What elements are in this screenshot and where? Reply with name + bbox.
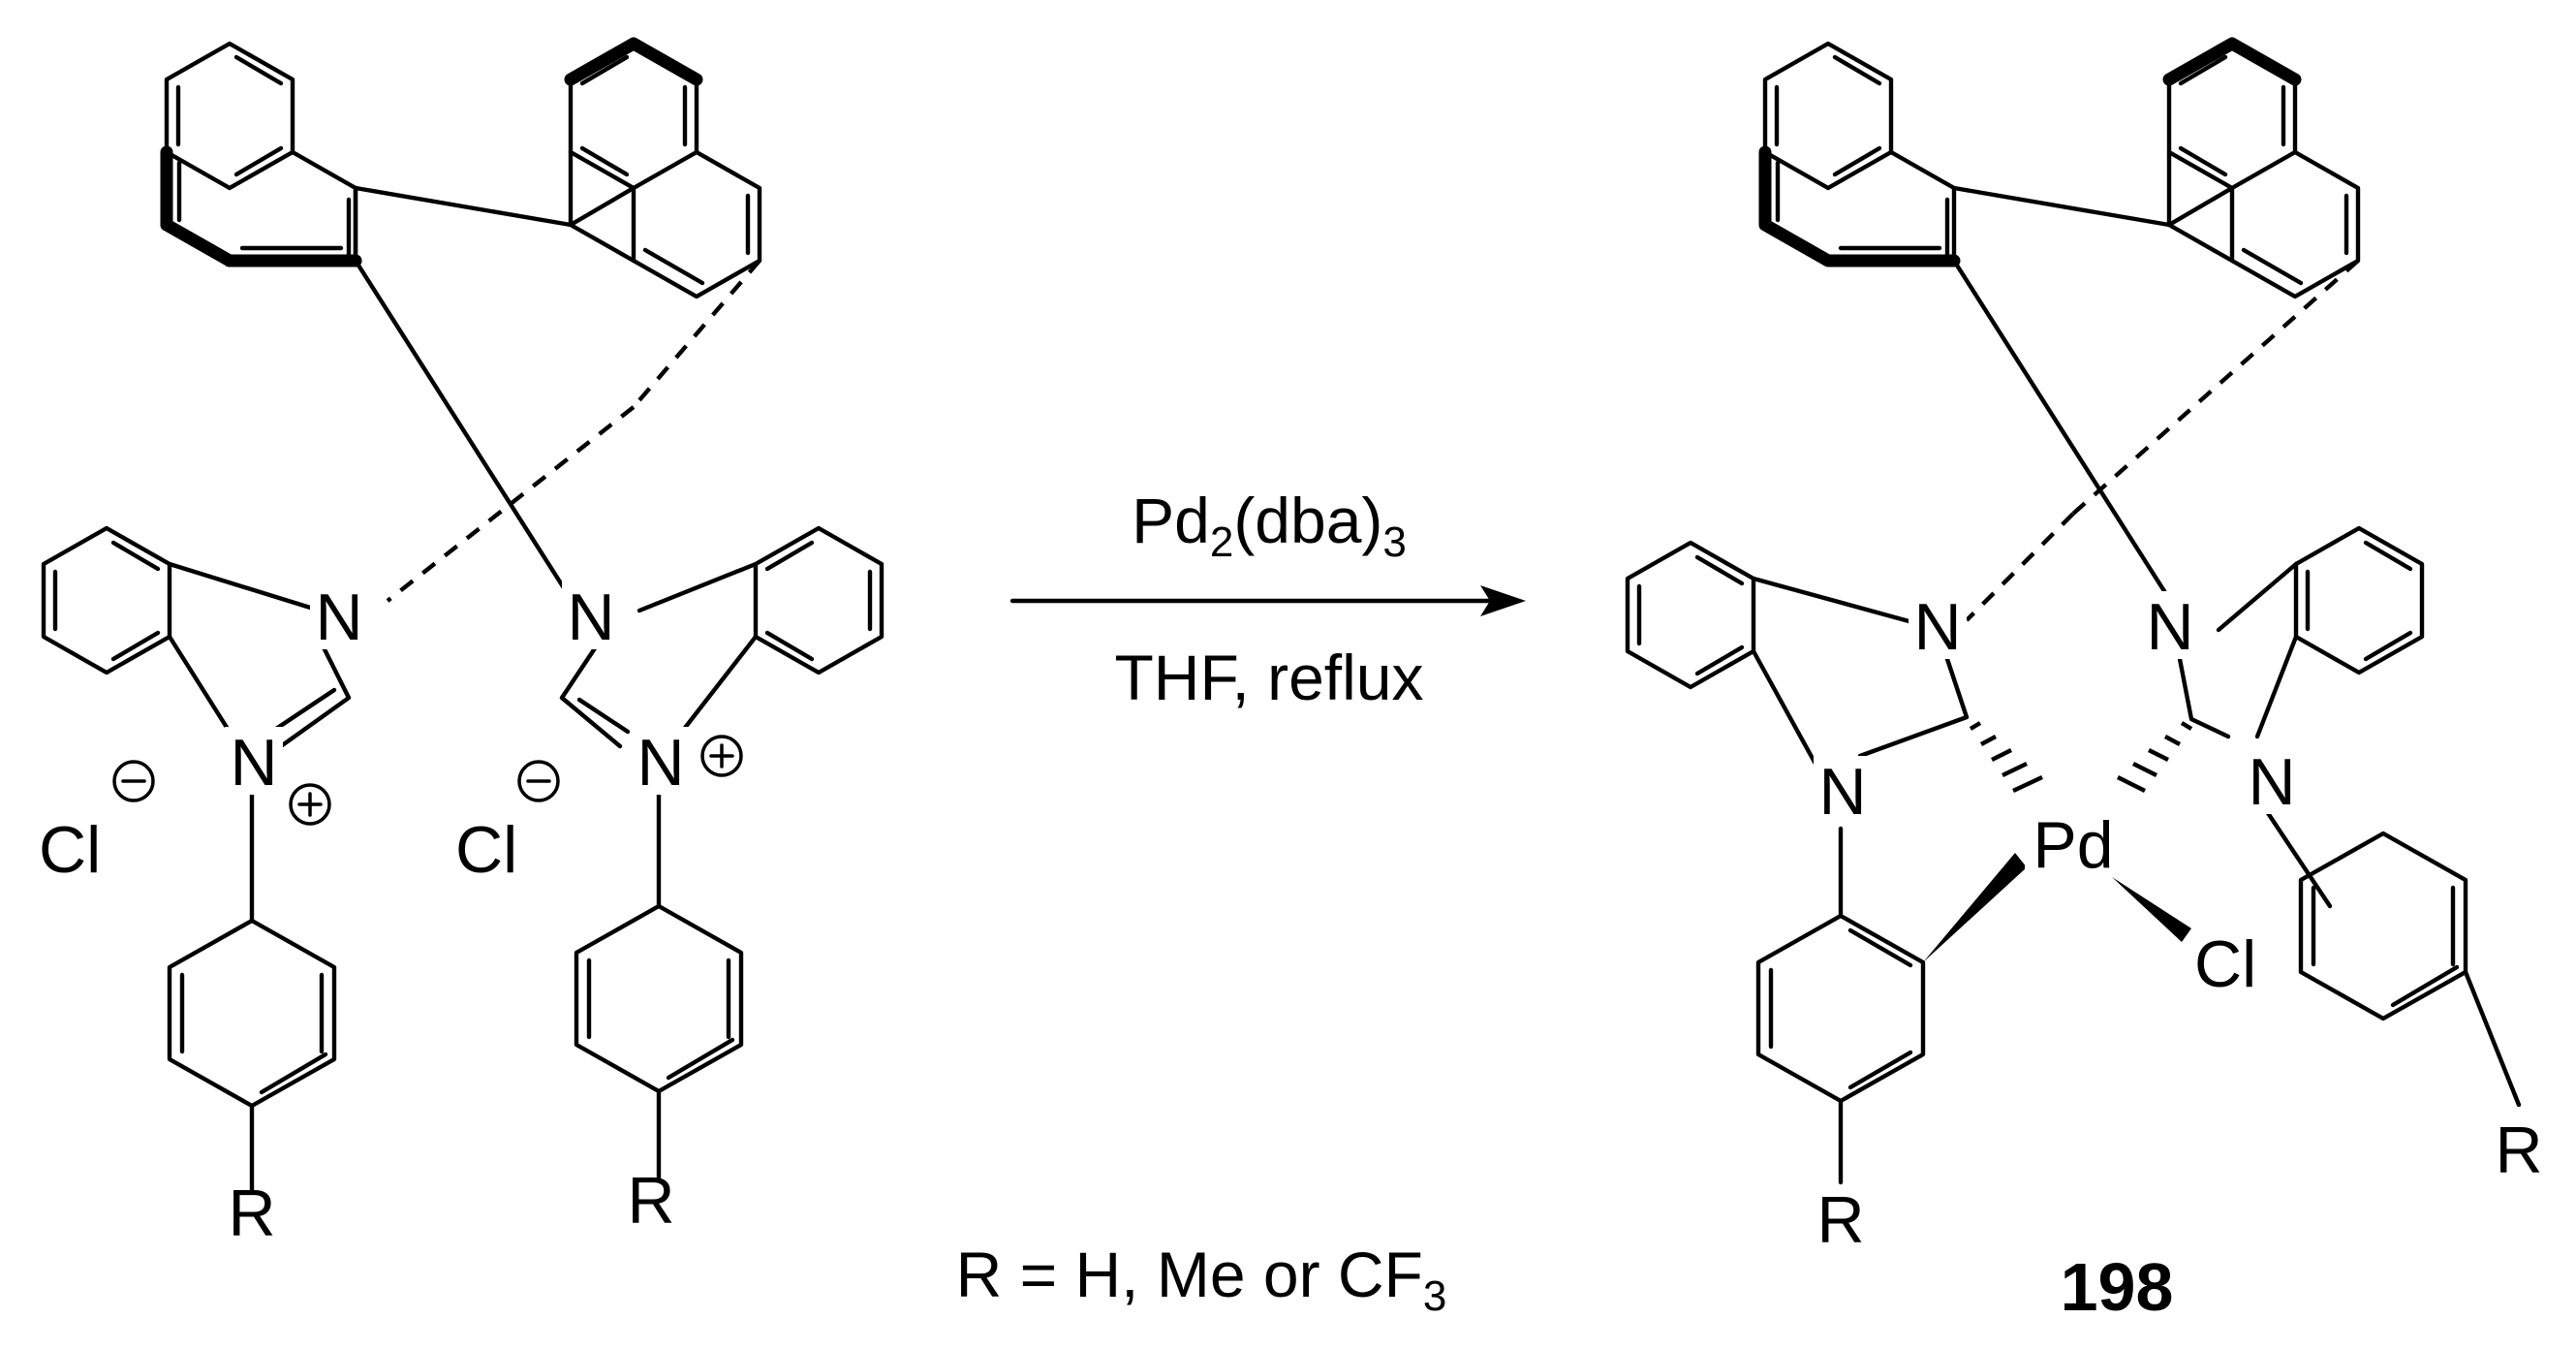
product-n-top-right: N [2146, 590, 2193, 664]
reactant-n-plus-left: N [230, 726, 277, 800]
cation-charge-left [289, 783, 331, 826]
reaction-conditions: THF, reflux [1114, 642, 1423, 713]
reactant-benzimidazolium-right [559, 525, 885, 1180]
catalyst-label: Pd2(dba)3 [1132, 485, 1407, 566]
reactant-r-right: R [627, 1164, 674, 1238]
reactant-naphthalene-right [564, 37, 762, 299]
cation-charge-right [700, 735, 743, 777]
reactant-tether-dashed [386, 405, 636, 603]
catalyst-subscript-2: 2 [1210, 518, 1233, 566]
reactant-benzimidazolium-left [41, 525, 352, 1195]
product-r-right: R [2495, 1114, 2542, 1187]
product-benzimidazoline-left [1625, 540, 2027, 1185]
substituent-definition-text: R = H, Me or CF [956, 1239, 1423, 1310]
product-cl: Cl [2194, 927, 2256, 1001]
anion-charge-right [517, 760, 560, 802]
product-n-bottom-left: N [1818, 755, 1866, 829]
product-naphthalene-left [1758, 41, 1961, 267]
reactant-tether-dashed-upper [632, 259, 761, 409]
reaction-arrow [1009, 585, 1526, 616]
catalyst-ligand: (dba) [1233, 485, 1382, 556]
product-tether-solid [1951, 258, 2183, 618]
product-tether-dashed [2071, 259, 2360, 516]
reactant-naphthalene-left [160, 41, 362, 267]
product-structure: N N N N Pd Cl R R 198 [1625, 37, 2543, 1325]
reactant-cl-right: Cl [455, 813, 517, 887]
product-pd-center: Pd [2033, 808, 2113, 882]
reactant-r-left: R [228, 1177, 275, 1250]
reactant-n-top-left: N [315, 581, 362, 654]
product-n-top-left: N [1913, 590, 1961, 664]
reactant-n-plus-right: N [636, 726, 684, 800]
substituent-definition: R = H, Me or CF3 [956, 1239, 1447, 1320]
substituent-definition-subscript: 3 [1423, 1272, 1446, 1320]
compound-number: 198 [2061, 1249, 2174, 1325]
product-n-bottom-right: N [2248, 745, 2295, 819]
anion-charge-left [112, 760, 155, 802]
product-tether-dashed-lower [1965, 512, 2075, 622]
reactant-structure: N N N N Cl Cl R R [39, 37, 885, 1250]
reactant-n-top-right: N [567, 581, 614, 654]
product-hashed-bonds [1969, 721, 2193, 793]
product-benzimidazoline-right [2177, 525, 2522, 1108]
product-naphthalene-right [2162, 37, 2361, 299]
reactant-biaryl-bond [353, 185, 574, 228]
product-r-left: R [1816, 1183, 1864, 1257]
product-biaryl-bond [1951, 185, 2172, 228]
reactant-cl-left: Cl [39, 813, 101, 887]
catalyst-metal: Pd [1132, 485, 1210, 556]
reactant-tether-solid [353, 258, 584, 618]
product-pd-cl-wedge [2112, 877, 2191, 942]
catalyst-subscript-3: 3 [1382, 518, 1406, 566]
